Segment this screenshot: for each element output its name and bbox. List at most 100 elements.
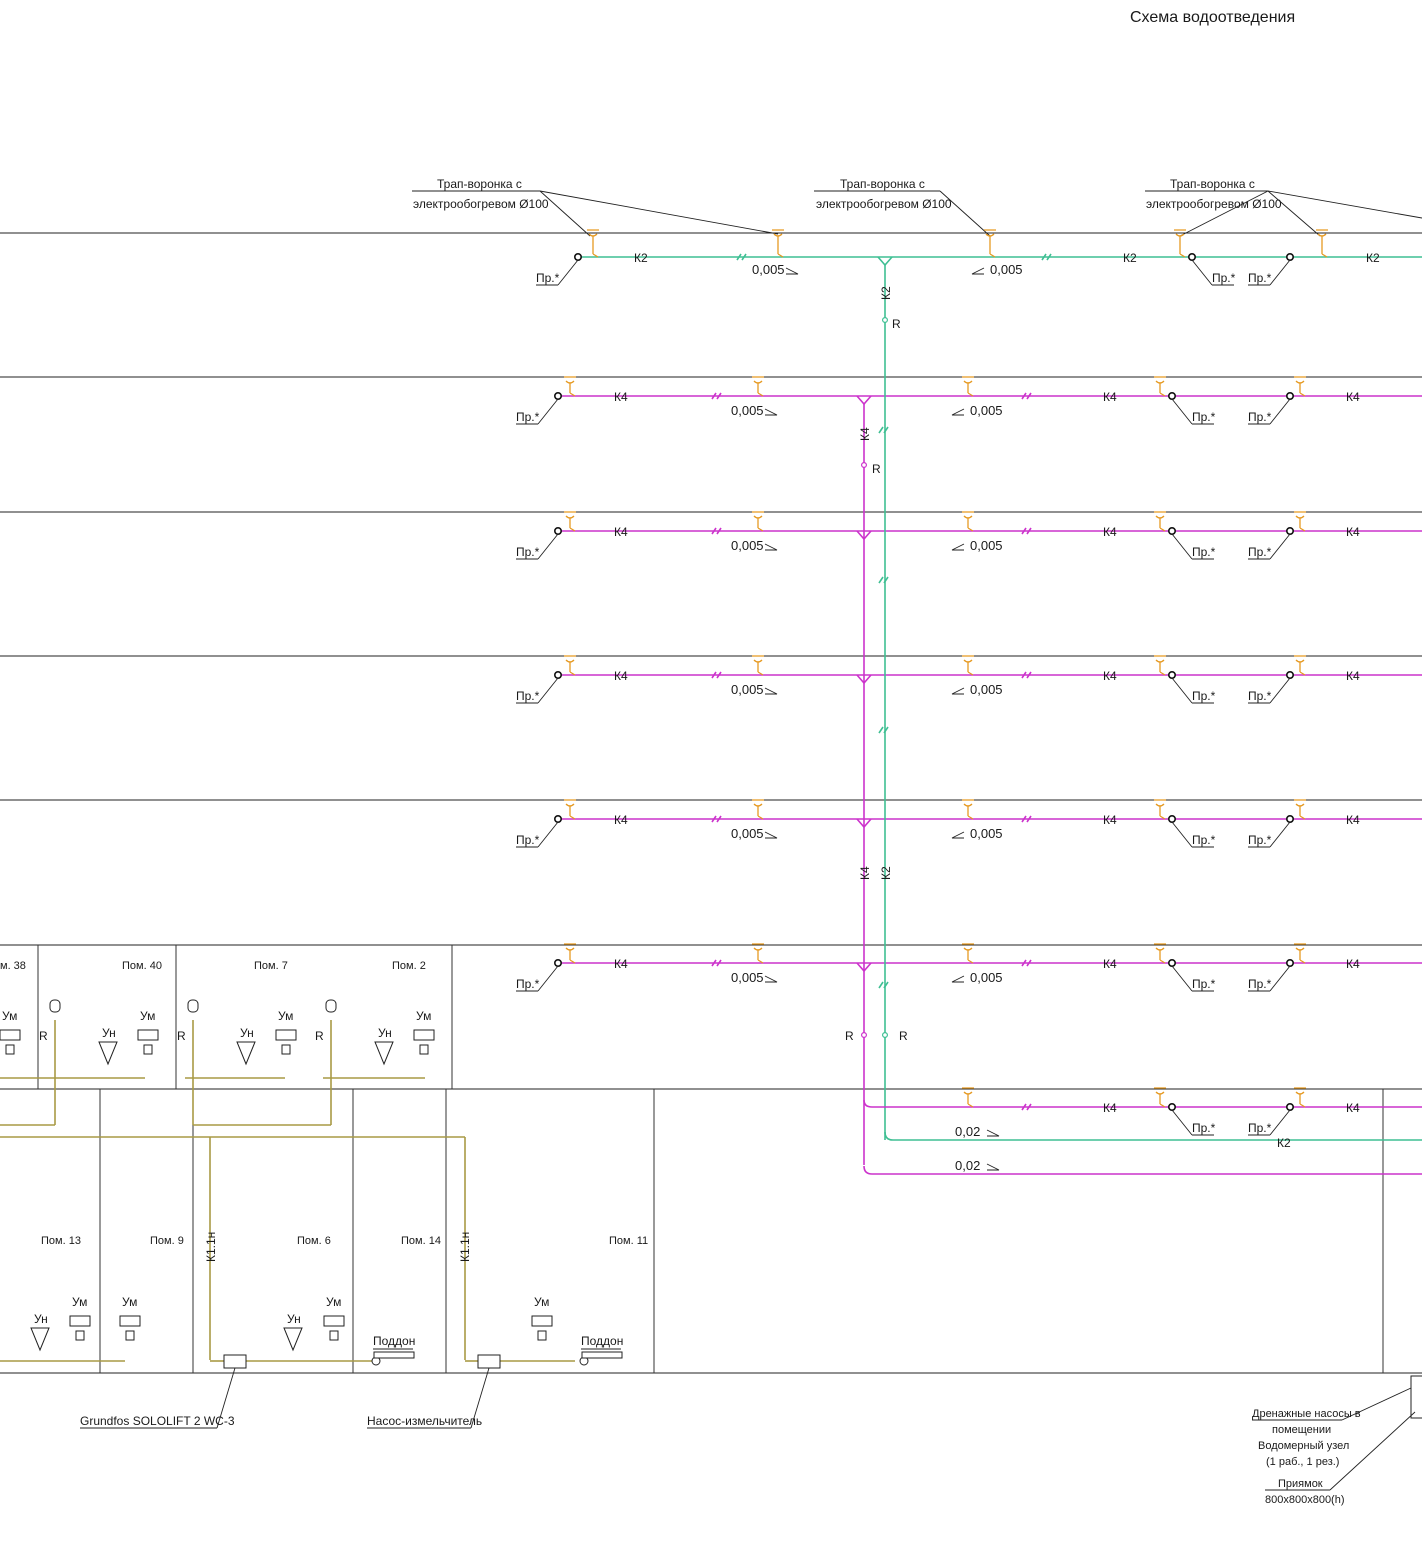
cleanout-label: Пр.* — [516, 545, 540, 559]
slope-arrow-icon — [951, 543, 965, 551]
leader-line — [1269, 398, 1291, 425]
break-mark-icon — [1021, 392, 1032, 400]
slope-arrow-icon — [951, 831, 965, 839]
drain-funnel-icon — [1154, 799, 1166, 820]
drain-funnel-icon — [962, 511, 974, 532]
drain-funnel-icon — [1294, 1087, 1306, 1108]
trap-label-line1: Трап-воронка с — [437, 177, 522, 191]
pipe-label-k4: К4 — [1103, 525, 1117, 539]
cleanout-icon — [1286, 958, 1295, 967]
urinal-label: Ун — [102, 1026, 116, 1040]
urinal-icon — [236, 1041, 256, 1066]
cleanout-label: Пр.* — [1248, 977, 1272, 991]
leader-line — [1269, 533, 1291, 560]
pipe-label-k2: К2 — [634, 251, 648, 265]
toilet-icon — [49, 999, 61, 1013]
tray-label: Поддон — [373, 1334, 415, 1348]
sink-icon — [413, 1029, 435, 1041]
sink-icon — [0, 1029, 21, 1041]
revision-label: R — [315, 1029, 324, 1043]
drain-funnel-icon — [752, 376, 764, 397]
break-mark-icon — [1041, 253, 1052, 261]
pipe-label-k4: К4 — [614, 390, 628, 404]
cleanout-label: Пр.* — [1248, 545, 1272, 559]
drain-funnel-icon — [752, 799, 764, 820]
urinal-icon — [374, 1041, 394, 1066]
drain-pumps-label-2: помещении — [1272, 1424, 1331, 1436]
cleanout-icon — [553, 814, 562, 823]
riser-label-k4: К4 — [858, 427, 872, 441]
sink-label: Ум — [416, 1009, 431, 1023]
trap-label-line2: электрообогревом Ø100 — [413, 197, 549, 211]
revision-label: R — [872, 462, 881, 476]
sink-icon — [531, 1315, 553, 1327]
room-label-40: Пом. 40 — [122, 960, 162, 972]
leader-line — [1267, 190, 1321, 237]
break-mark-icon — [736, 253, 747, 261]
leader-line — [539, 190, 591, 237]
trap-icon — [329, 1330, 339, 1341]
drain-funnel-icon — [962, 1087, 974, 1108]
urinal-icon — [30, 1327, 50, 1352]
revision-label: R — [845, 1029, 854, 1043]
leader-line — [1341, 1387, 1412, 1421]
slope-arrow-icon — [764, 975, 778, 983]
cleanout-icon — [553, 391, 562, 400]
floor-lines — [0, 232, 1422, 1374]
cleanout-label: Пр.* — [1192, 410, 1216, 424]
break-mark-icon — [711, 671, 722, 679]
slope-label: 0,005 — [970, 682, 1003, 697]
cleanout-icon — [1168, 391, 1177, 400]
pipe-segment — [863, 1099, 1422, 1108]
slope-label: 0,005 — [970, 970, 1003, 985]
cleanout-label: Пр.* — [1212, 271, 1236, 285]
pipe-label-k4: К4 — [1346, 813, 1360, 827]
leader-line — [1191, 259, 1213, 286]
drain-funnel-icon — [1154, 655, 1166, 676]
drain-pumps-label-4: (1 раб., 1 рез.) — [1266, 1456, 1339, 1468]
cleanout-icon — [1286, 253, 1295, 262]
pipe-label-k4: К4 — [614, 813, 628, 827]
cleanout-icon — [1168, 670, 1177, 679]
pit-label-1: Приямок — [1278, 1478, 1323, 1490]
room-label-6: Пом. 6 — [297, 1235, 331, 1247]
break-mark-icon — [1021, 1103, 1032, 1111]
sink-icon — [137, 1029, 159, 1041]
sololift-pump — [223, 1354, 247, 1369]
urinal-icon — [98, 1041, 118, 1066]
break-mark-icon — [711, 392, 722, 400]
revision-label: R — [899, 1029, 908, 1043]
grinder-pump — [477, 1354, 501, 1369]
trap-label-line1: Трап-воронка с — [840, 177, 925, 191]
leader-line — [539, 190, 779, 235]
cleanout-icon — [1286, 391, 1295, 400]
drain-funnel-icon — [962, 655, 974, 676]
drain-funnel-icon — [1294, 655, 1306, 676]
sink-icon — [69, 1315, 91, 1327]
cleanout-icon — [1168, 526, 1177, 535]
break-mark-icon — [1021, 527, 1032, 535]
sink-icon — [119, 1315, 141, 1327]
trap-label-line2: электрообогревом Ø100 — [1146, 197, 1282, 211]
trap-label-line2: электрообогревом Ø100 — [816, 197, 952, 211]
cleanout-label: Пр.* — [516, 833, 540, 847]
pipe-label-k4: К4 — [1346, 1101, 1360, 1115]
drain-pit — [1410, 1375, 1422, 1419]
riser-labels: К2 R К4 R К4 К2 R R К1.1н К1.1н — [204, 286, 908, 1262]
drain-funnel-icon — [1154, 511, 1166, 532]
pipe-label-k4: К4 — [1346, 390, 1360, 404]
room-label-14: Пом. 14 — [401, 1235, 441, 1247]
break-mark-icon — [878, 426, 889, 434]
revision-label: R — [892, 317, 901, 331]
drain-funnel-icon — [564, 799, 576, 820]
slope-arrow-icon — [764, 408, 778, 416]
pipe-label-k4: К4 — [614, 525, 628, 539]
cleanout-icon — [1286, 670, 1295, 679]
cleanout-label: Пр.* — [516, 689, 540, 703]
drain-funnel-icon — [984, 229, 996, 258]
break-mark-icon — [711, 959, 722, 967]
pipe-label-k4: К4 — [1103, 669, 1117, 683]
tray-label: Поддон — [581, 1334, 623, 1348]
sink-label: Ум — [72, 1295, 87, 1309]
